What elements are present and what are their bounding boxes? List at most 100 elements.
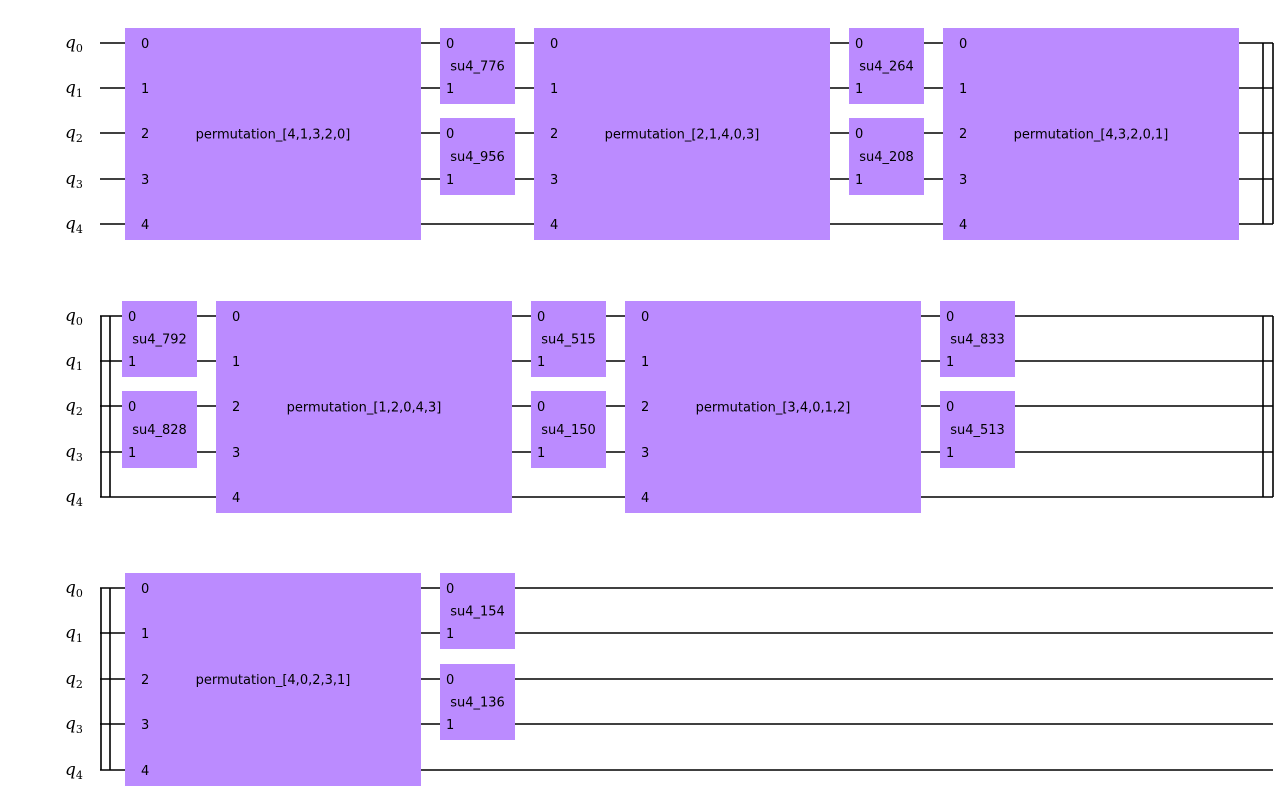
gate-label: su4_150: [541, 423, 596, 438]
qubit-label-q4: q4: [65, 214, 83, 236]
gate-port-label: 1: [446, 718, 454, 733]
gate-box[interactable]: [531, 301, 606, 377]
circuit-row-2: q0q1q2q3q401su4_79201su4_82801234permuta…: [65, 301, 1274, 513]
qubit-letter: q: [65, 33, 76, 53]
qubit-letter: q: [65, 760, 76, 780]
gate-label: su4_828: [132, 423, 187, 438]
gate-label: su4_513: [950, 423, 1005, 438]
gate-port-label: 0: [128, 400, 136, 415]
qubit-index: 2: [76, 678, 83, 691]
qubit-index: 2: [76, 132, 83, 145]
gate-port-label: 1: [537, 355, 545, 370]
qubit-index: 3: [76, 723, 83, 736]
gate-box[interactable]: [849, 118, 924, 195]
gate-port-label: 1: [946, 446, 954, 461]
su4-gate[interactable]: 0 1 su4_828: [122, 391, 197, 468]
gate-box[interactable]: [125, 28, 421, 240]
gate-port-label: 1: [537, 446, 545, 461]
gate-port-label: 2: [959, 127, 967, 142]
qubit-label-q0: q0: [65, 578, 83, 600]
su4-gate[interactable]: 0 1 su4_264: [849, 28, 924, 104]
gate-port-label: 1: [446, 173, 454, 188]
qubit-letter: q: [65, 214, 76, 234]
circuit-row-1: q0q1q2q3q401234permutation_[4,1,3,2,0]01…: [65, 28, 1274, 240]
qubit-label-q2: q2: [65, 123, 83, 145]
gate-port-label: 0: [141, 37, 149, 52]
gate-label: permutation_[4,0,2,3,1]: [196, 673, 351, 688]
gate-box[interactable]: [440, 573, 515, 649]
gate-port-label: 4: [232, 491, 240, 506]
gate-box[interactable]: [940, 301, 1015, 377]
qubit-index: 3: [76, 178, 83, 191]
gate-port-label: 1: [855, 82, 863, 97]
gate-port-label: 1: [959, 82, 967, 97]
gate-port-label: 0: [446, 673, 454, 688]
gate-box[interactable]: [440, 664, 515, 740]
gate-box[interactable]: [440, 118, 515, 195]
gate-port-label: 3: [232, 446, 240, 461]
gate-port-label: 0: [855, 37, 863, 52]
gate-port-label: 1: [128, 355, 136, 370]
gate-label: su4_833: [950, 333, 1005, 348]
gate-port-label: 0: [855, 127, 863, 142]
gate-port-label: 1: [128, 446, 136, 461]
gate-port-label: 1: [141, 82, 149, 97]
qubit-label-q4: q4: [65, 487, 83, 509]
gate-port-label: 0: [232, 310, 240, 325]
gate-port-label: 3: [550, 173, 558, 188]
gate-label: su4_776: [450, 60, 505, 75]
gate-port-label: 0: [537, 400, 545, 415]
su4-gate[interactable]: 0 1 su4_154: [440, 573, 515, 649]
su4-gate[interactable]: 0 1 su4_513: [940, 391, 1015, 468]
gate-label: su4_208: [859, 150, 914, 165]
gate-label: su4_264: [859, 60, 914, 75]
gate-port-label: 2: [232, 400, 240, 415]
su4-gate[interactable]: 0 1 su4_150: [531, 391, 606, 468]
gate-box[interactable]: [534, 28, 830, 240]
gate-port-label: 4: [141, 218, 149, 233]
qubit-label-q2: q2: [65, 669, 83, 691]
gate-port-label: 0: [946, 400, 954, 415]
gate-box[interactable]: [625, 301, 921, 513]
gate-label: permutation_[1,2,0,4,3]: [287, 401, 442, 416]
gate-port-label: 0: [446, 127, 454, 142]
qubit-label-q2: q2: [65, 396, 83, 418]
qubit-index: 2: [76, 405, 83, 418]
gate-box[interactable]: [122, 391, 197, 468]
gate-label: su4_154: [450, 605, 505, 620]
qubit-label-q1: q1: [65, 623, 83, 645]
gate-port-label: 0: [128, 310, 136, 325]
gate-port-label: 2: [141, 673, 149, 688]
gate-box[interactable]: [531, 391, 606, 468]
gate-box[interactable]: [122, 301, 197, 377]
gate-port-label: 1: [446, 627, 454, 642]
circuit-row-3: q0q1q2q3q401234permutation_[4,0,2,3,1]01…: [65, 573, 1273, 786]
gate-port-label: 0: [537, 310, 545, 325]
gate-box[interactable]: [216, 301, 512, 513]
gate-port-label: 0: [141, 582, 149, 597]
gate-box[interactable]: [849, 28, 924, 104]
gate-port-label: 3: [141, 173, 149, 188]
gate-box[interactable]: [943, 28, 1239, 240]
qubit-index: 0: [76, 315, 83, 328]
qubit-index: 1: [76, 360, 83, 373]
gate-port-label: 0: [446, 582, 454, 597]
gate-box[interactable]: [125, 573, 421, 786]
gate-box[interactable]: [440, 28, 515, 104]
qubit-letter: q: [65, 123, 76, 143]
gate-box[interactable]: [940, 391, 1015, 468]
qubit-letter: q: [65, 714, 76, 734]
